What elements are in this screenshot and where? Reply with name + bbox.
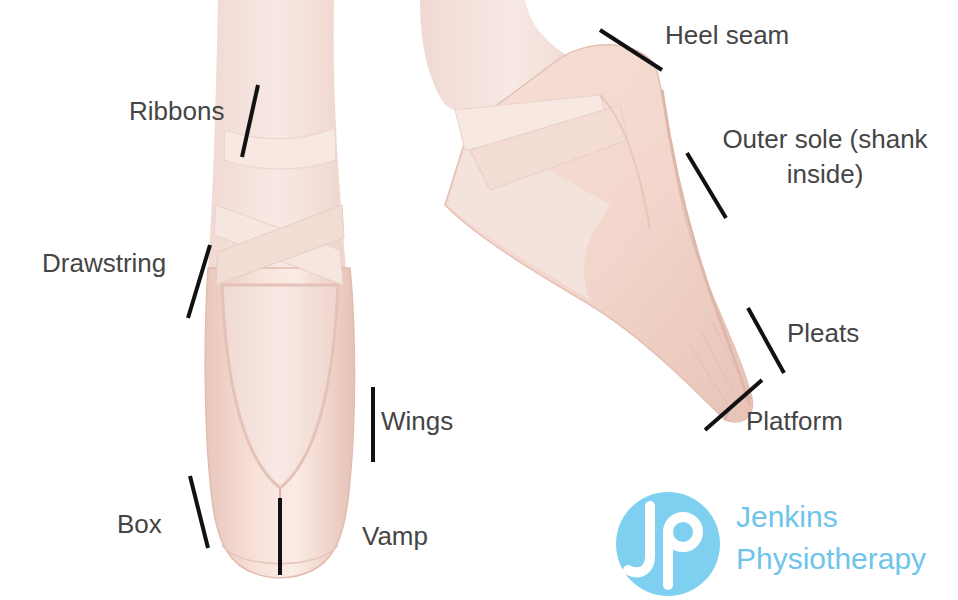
part-label: Ribbons [129, 94, 224, 129]
logo-mark [616, 492, 720, 596]
part-label: Outer sole (shank inside) [705, 122, 945, 192]
part-label: Heel seam [665, 18, 789, 53]
leader-lines [188, 30, 784, 575]
part-label: Drawstring [42, 246, 166, 281]
left-foot [205, 0, 354, 578]
part-label: Box [117, 507, 162, 542]
part-label: Pleats [787, 316, 859, 351]
logo-text: Jenkins Physiotherapy [736, 496, 952, 580]
part-label: Wings [381, 404, 453, 439]
part-label: Platform [746, 404, 843, 439]
part-label: Vamp [362, 519, 428, 554]
right-foot [420, 0, 752, 422]
